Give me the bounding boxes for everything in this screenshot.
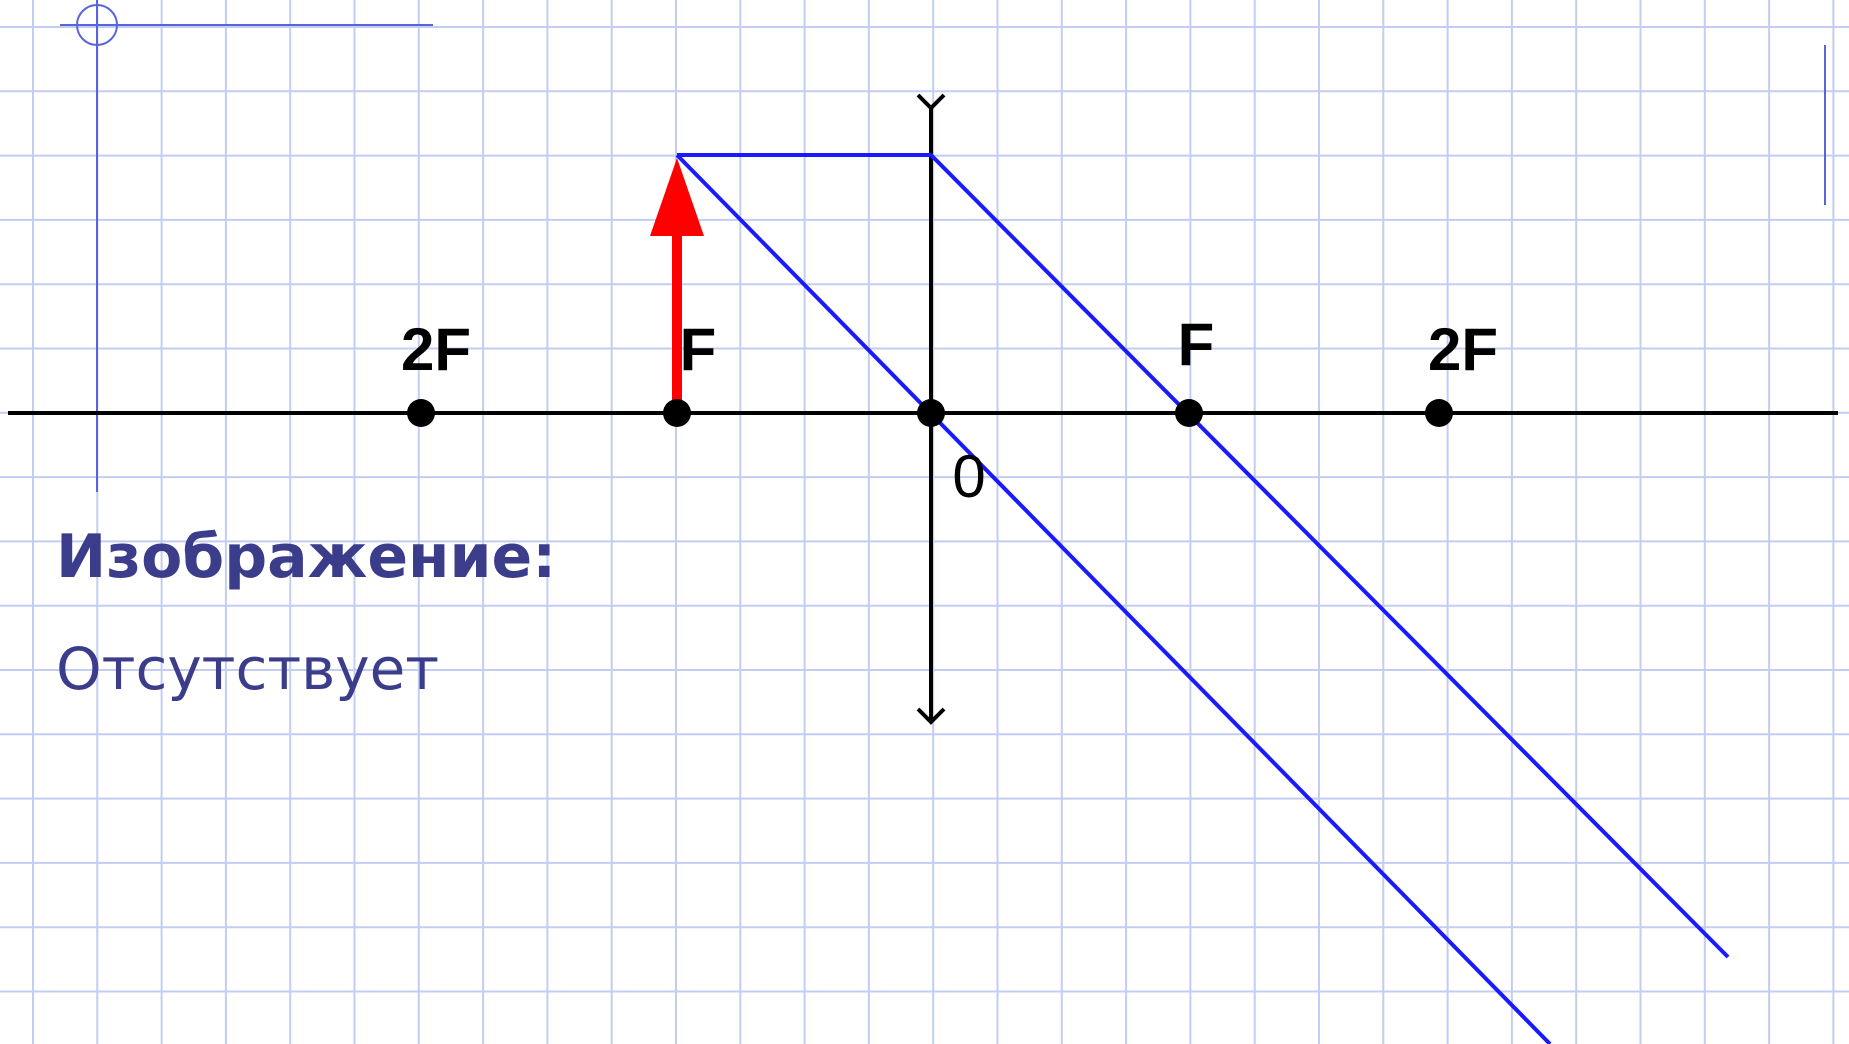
margin-circle xyxy=(76,4,118,46)
label-origin: 0 xyxy=(952,443,985,510)
label-left-2f: 2F xyxy=(401,316,471,383)
image-answer: Отсутствует xyxy=(56,635,440,703)
object-arrow-shaft xyxy=(672,230,682,413)
point-lens-center xyxy=(917,399,945,427)
point-right-f xyxy=(1175,399,1203,427)
object-arrow xyxy=(650,158,704,413)
label-left-f: F xyxy=(680,316,717,383)
point-left-f xyxy=(663,399,691,427)
object-arrow-head xyxy=(650,158,704,236)
point-left-2f xyxy=(407,399,435,427)
image-heading: Изображение: xyxy=(56,522,557,592)
parallel-ray xyxy=(677,153,1730,959)
notebook-margin xyxy=(60,0,1826,492)
focal-points xyxy=(407,399,1453,427)
point-right-2f xyxy=(1425,399,1453,427)
central-ray xyxy=(675,153,1552,1044)
label-right-2f: 2F xyxy=(1428,316,1498,383)
label-right-f: F xyxy=(1178,311,1215,378)
light-rays xyxy=(675,153,1730,1044)
